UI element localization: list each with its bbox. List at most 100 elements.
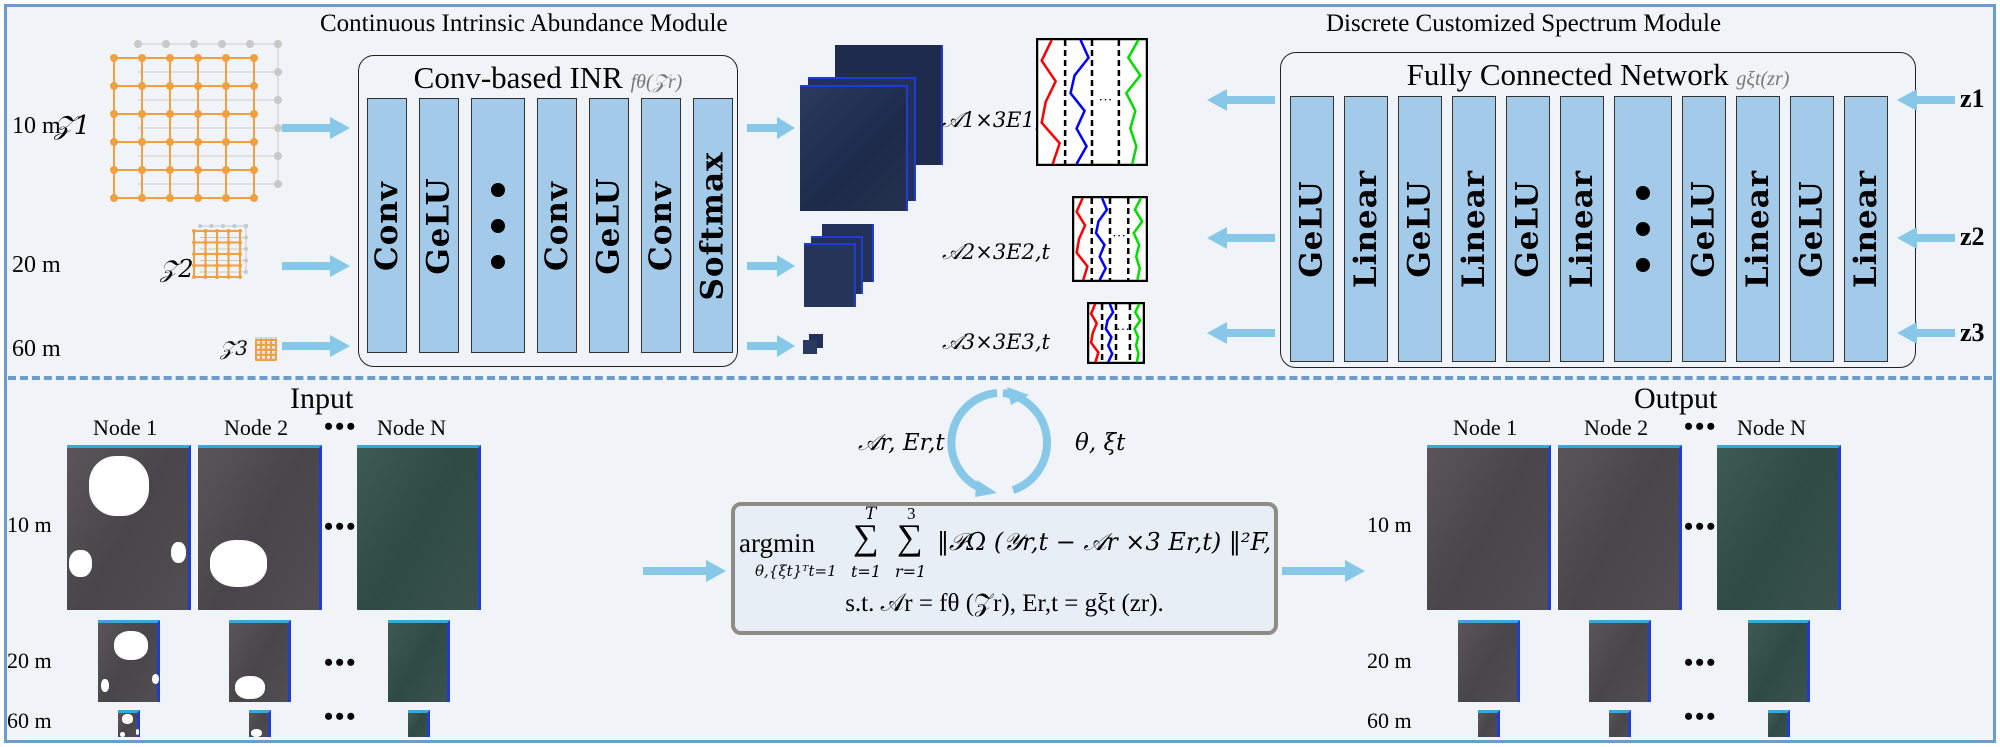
fc-layer-gelu: GeLU (1398, 96, 1442, 362)
fc-layer-gelu: GeLU (1506, 96, 1550, 362)
cloud-mask (101, 678, 110, 692)
spectrum-curve-red (1040, 39, 1062, 165)
loop-right-label: θ, ξt (1075, 430, 1126, 456)
node-label: Node 1 (93, 415, 158, 440)
cloud-mask (135, 729, 139, 735)
layer-label: Conv (539, 180, 575, 271)
layer-label: GeLU (1686, 180, 1722, 278)
layer-label: Conv (643, 180, 679, 271)
fc-layer-gelu: GeLU (1790, 96, 1834, 362)
spectrum-ellipsis: ··· (1116, 323, 1130, 338)
spectrum-curve-red (1089, 303, 1100, 363)
arrow-fc-to-spectrum-1 (1207, 89, 1275, 111)
conv-layer-conv: Conv (537, 98, 577, 353)
layer-label: GeLU (1510, 180, 1546, 278)
output-image (1609, 710, 1631, 737)
input-image (408, 710, 430, 737)
fc-layer-linear: Linear (1736, 96, 1780, 362)
ellipsis-icon: ••• (324, 702, 358, 731)
arrow-inr-to-abundance-2 (747, 255, 795, 277)
spectrum-plot-2: ··· (1072, 196, 1148, 282)
input-image (357, 445, 481, 610)
input-image (388, 620, 450, 702)
conv-inr-title-text: Conv-based INR (413, 60, 623, 95)
cloud-mask (122, 714, 134, 724)
input-image (198, 445, 322, 610)
res-label: 10 m (7, 512, 52, 537)
cloud-mask (251, 729, 263, 738)
layer-label: GeLU (591, 176, 627, 275)
ellipsis-icon: ••• (324, 412, 358, 441)
optimization-formula-box: argmin θ,{ξt}ᵀt=1 T ∑ t=1 3 ∑ r=1 ‖𝒫Ω (𝒴… (731, 502, 1278, 635)
arrow-z1-to-fc (1897, 89, 1955, 111)
sum2-upper: 3 (907, 504, 916, 523)
fc-network-function: gξt(zr) (1736, 68, 1790, 90)
z2-label: z2 (1960, 222, 1985, 251)
conv-layer-gelu: GeLU (419, 98, 459, 353)
cloud-mask (89, 456, 149, 516)
iteration-loop-icon (947, 387, 1051, 497)
argmin-label: argmin (739, 528, 815, 558)
input-image (67, 445, 191, 610)
ellipsis-icon: ••• (1684, 412, 1718, 441)
grid-label-z3: 𝒵3 (220, 336, 248, 360)
abundance-map (804, 243, 856, 307)
node-label: Node 2 (224, 415, 289, 440)
spectrum-plot-3: ··· (1087, 302, 1145, 364)
conv-layer-conv: Conv (367, 98, 407, 353)
abundance-map (803, 340, 817, 354)
res-label: 20 m (7, 648, 52, 673)
res-label-10m: 10 m (12, 113, 61, 139)
res-label-60m: 60 m (12, 336, 61, 362)
sum1-lower: t=1 (851, 562, 882, 581)
ellipsis-icon (491, 182, 505, 269)
layer-label: GeLU (1402, 180, 1438, 278)
spectrum-curve-blue (1069, 39, 1091, 165)
layer-label: Linear (1456, 169, 1493, 289)
spectrum-curve-blue (1104, 303, 1115, 363)
argmin-subscript: θ,{ξt}ᵀt=1 (755, 562, 837, 580)
spectrum-ellipsis: ··· (1112, 230, 1126, 245)
fc-layer-linear: Linear (1344, 96, 1388, 362)
cloud-mask (69, 550, 92, 577)
sum1-upper: T (865, 504, 877, 524)
fc-network-title-text: Fully Connected Network (1406, 57, 1729, 92)
arrow-input-to-formula (643, 560, 726, 582)
section-divider (8, 376, 1992, 380)
conv-layer-ellipsis (471, 98, 525, 353)
output-image (1478, 710, 1500, 737)
fc-layer-gelu: GeLU (1682, 96, 1726, 362)
abundance-module-title: Continuous Intrinsic Abundance Module (320, 10, 728, 37)
arrow-formula-to-output (1282, 560, 1365, 582)
ellipsis-icon: ••• (1684, 512, 1718, 541)
z1-label: z1 (1960, 84, 1985, 113)
layer-label: GeLU (421, 176, 457, 275)
output-image (1748, 620, 1810, 702)
cloud-mask (120, 731, 125, 738)
input-image (98, 620, 160, 702)
spectrum-curve-green (1132, 197, 1144, 281)
cloud-mask (151, 673, 160, 685)
abundance-map (800, 85, 908, 211)
input-image (249, 710, 271, 738)
fc-layer-ellipsis (1614, 96, 1672, 362)
layer-label: Linear (1740, 169, 1777, 289)
loop-left-label: 𝒜r, Er,t (858, 430, 945, 456)
objective-expression: ‖𝒫Ω (𝒴r,t − 𝒜r ×3 Er,t) ‖²F, (937, 528, 1272, 556)
node-label: Node 1 (1453, 415, 1518, 440)
input-title: Input (290, 382, 354, 415)
ellipsis-icon: ••• (1684, 648, 1718, 677)
res-label: 60 m (7, 708, 52, 733)
res-label: 10 m (1367, 512, 1412, 537)
grid-z3 (255, 337, 277, 361)
node-label: Node N (1737, 415, 1807, 440)
arrow-fc-to-spectrum-2 (1207, 227, 1275, 249)
output-image (1458, 620, 1520, 702)
conv-inr-function: fθ(𝒵r) (630, 71, 683, 93)
grid-z2 (192, 224, 248, 279)
conv-inr-title: Conv-based INR fθ(𝒵r) (359, 60, 737, 96)
spectrum-curve-red (1075, 197, 1089, 281)
cloud-mask (113, 631, 148, 660)
ellipsis-icon: ••• (1684, 702, 1718, 731)
ellipsis-icon: ••• (324, 648, 358, 677)
